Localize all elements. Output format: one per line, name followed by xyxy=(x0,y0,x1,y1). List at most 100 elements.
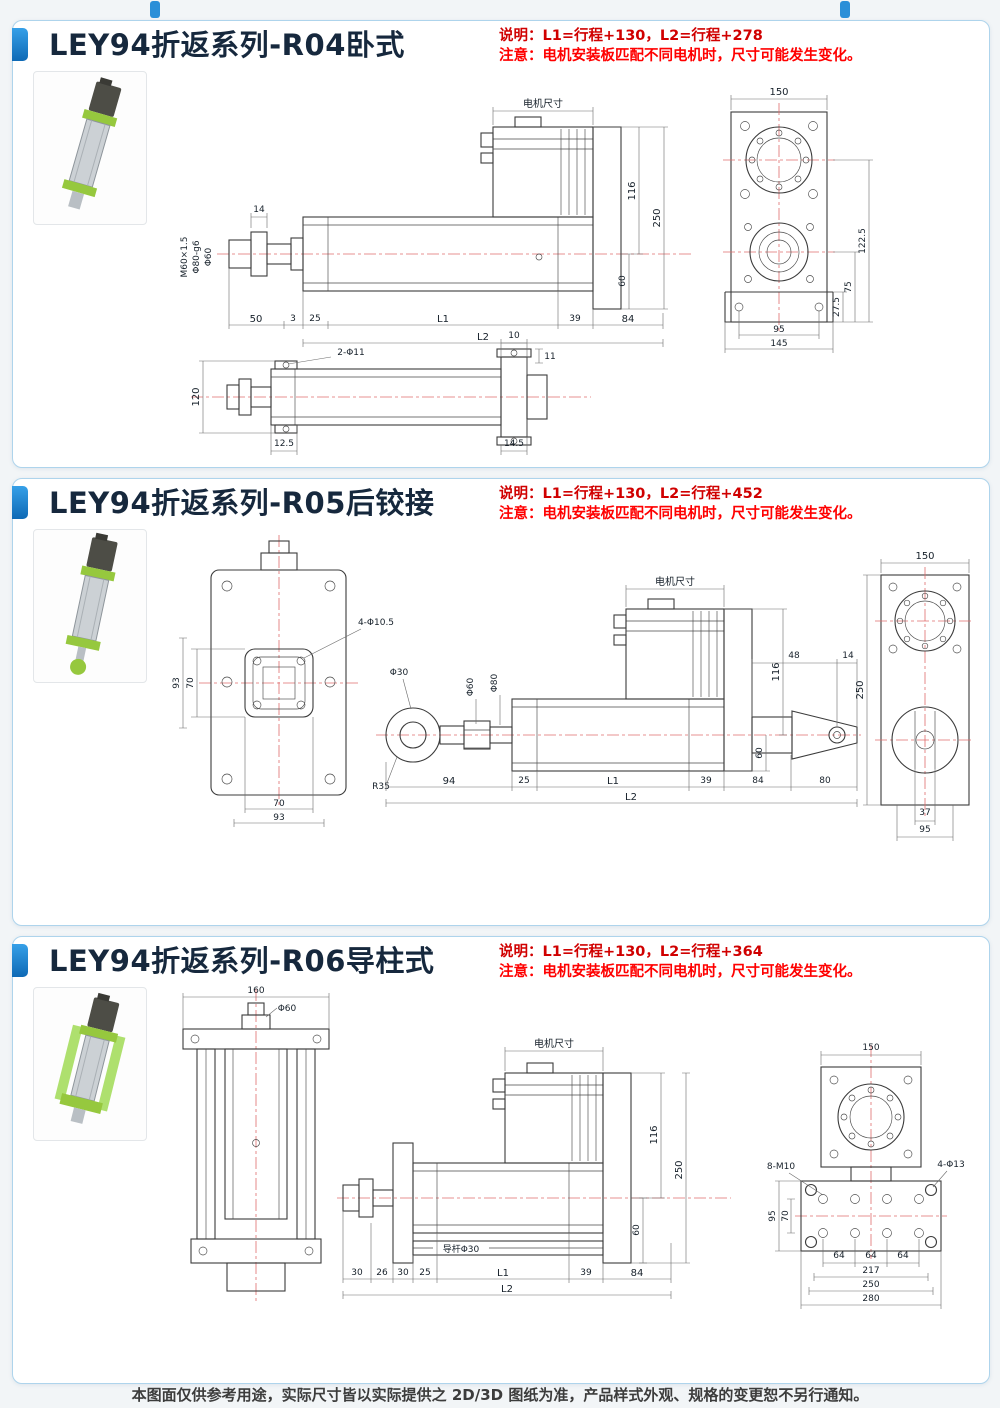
dim-label: 60 xyxy=(755,747,765,759)
end-view: 150 250 37 95 xyxy=(855,551,971,841)
dim-label: 64 xyxy=(897,1251,909,1261)
dim-label: 70 xyxy=(781,1210,791,1222)
dim-label: L2 xyxy=(625,792,637,803)
dim-label: 39 xyxy=(700,776,712,786)
dim-label: Φ60 xyxy=(278,1004,297,1014)
dim-label: 150 xyxy=(769,87,788,98)
bottom-view: 2-Φ11 10 11 120 12.5 14.5 xyxy=(191,331,591,455)
dim-label: 3 xyxy=(290,314,296,324)
dim-label: L1 xyxy=(497,1268,509,1279)
dim-label: 50 xyxy=(250,314,263,325)
note-warning: 注意：电机安装板匹配不同电机时，尺寸可能发生变化。 xyxy=(499,505,862,522)
note-spec: 说明：L1=行程+130，L2=行程+278 xyxy=(499,28,763,44)
dim-label: Φ30 xyxy=(390,668,409,678)
dim-label: 95 xyxy=(773,325,784,335)
dim-label: 120 xyxy=(191,387,202,406)
hole-callout: 8-M10 xyxy=(767,1162,795,1172)
dim-label: 70 xyxy=(273,799,285,809)
dim-label: 25 xyxy=(309,314,320,324)
dim-label: 39 xyxy=(580,1268,592,1278)
dim-label: 84 xyxy=(622,314,635,325)
dim-label: 25 xyxy=(419,1268,430,1278)
dim-label: 30 xyxy=(397,1268,409,1278)
dim-label: Φ80-g6 xyxy=(192,240,202,273)
dim-label: 250 xyxy=(855,680,866,699)
dim-label: 11 xyxy=(544,352,555,362)
side-view: 电机尺寸 48 14 116 60 Φ30 Φ60 Φ80 R35 94 25 … xyxy=(372,575,861,807)
dim-label: 27.5 xyxy=(832,297,842,317)
side-view: 电机尺寸 导杆Φ30 116 250 60 30 26 30 25 L1 39 … xyxy=(337,1037,731,1299)
dim-label: 14.5 xyxy=(504,439,524,449)
dim-label: 93 xyxy=(172,677,182,688)
drawing-r04: 电机尺寸 14 M60×1.5 Φ80-g6 Φ60 60 116 250 50… xyxy=(180,87,873,455)
dim-label: 280 xyxy=(862,1294,879,1304)
dim-label: R35 xyxy=(372,782,390,792)
dim-label: 14 xyxy=(253,205,265,215)
dim-label: 75 xyxy=(844,281,854,292)
section-notes: 说明：L1=行程+130，L2=行程+278 注意：电机安装板匹配不同电机时，尺… xyxy=(499,27,862,65)
dim-label: 84 xyxy=(752,776,764,786)
dim-label: 60 xyxy=(618,275,628,287)
dim-label: 14 xyxy=(842,651,854,661)
dim-label: 84 xyxy=(631,1268,644,1279)
hole-callout: 2-Φ11 xyxy=(337,348,365,358)
dim-label: L2 xyxy=(477,332,489,343)
dim-label: 64 xyxy=(865,1251,877,1261)
section-title: LEY94折返系列-R05后铰接 xyxy=(49,486,435,520)
product-thumbnail xyxy=(33,71,147,225)
dim-label: M60×1.5 xyxy=(180,236,190,277)
dim-label: 122.5 xyxy=(858,228,868,254)
dim-label: 30 xyxy=(351,1268,363,1278)
product-photo xyxy=(54,992,126,1124)
dim-label: 250 xyxy=(652,208,663,227)
dim-label: 70 xyxy=(186,677,196,689)
hole-callout: 4-Φ10.5 xyxy=(358,618,394,628)
motor-size-label: 电机尺寸 xyxy=(523,97,563,110)
note-spec: 说明：L1=行程+130，L2=行程+452 xyxy=(499,486,763,502)
guide-rod-label: 导杆Φ30 xyxy=(443,1243,480,1255)
dim-label: 95 xyxy=(919,825,930,835)
section-notes: 说明：L1=行程+130，L2=行程+452 注意：电机安装板匹配不同电机时，尺… xyxy=(499,485,862,523)
header-accent-bar xyxy=(12,944,28,977)
drawing-r06: 160 Φ60 电机尺寸 导杆Φ30 116 xyxy=(182,986,965,1309)
footer-disclaimer: 本图面仅供参考用途，实际尺寸皆以实际提供之 2D/3D 图纸为准，产品样式外观、… xyxy=(131,1386,869,1404)
section-header: LEY94折返系列-R05后铰接 说明：L1=行程+130，L2=行程+452 … xyxy=(12,479,989,525)
dim-label: L2 xyxy=(501,1284,513,1295)
footer-accent-right xyxy=(840,1,850,18)
dim-label: 150 xyxy=(915,551,934,562)
note-warning: 注意：电机安装板匹配不同电机时，尺寸可能发生变化。 xyxy=(499,963,862,980)
dim-label: 217 xyxy=(862,1266,879,1276)
header-accent-bar xyxy=(12,486,28,519)
dim-label: 25 xyxy=(518,776,529,786)
dim-label: 12.5 xyxy=(274,439,294,449)
dim-label: 10 xyxy=(508,331,520,341)
section-r05: LEY94折返系列-R05后铰接 说明：L1=行程+130，L2=行程+452 … xyxy=(12,478,990,926)
dim-label: 250 xyxy=(862,1280,879,1290)
section-title: LEY94折返系列-R04卧式 xyxy=(49,28,405,62)
guide-column-view: 160 Φ60 xyxy=(182,986,330,1301)
section-title: LEY94折返系列-R06导柱式 xyxy=(49,944,435,978)
product-thumbnail xyxy=(33,987,147,1141)
drawing-r05: 4-Φ10.5 70 93 70 93 xyxy=(172,535,971,841)
dim-label: 26 xyxy=(376,1268,388,1278)
dim-label: 116 xyxy=(649,1125,660,1144)
dim-label: 95 xyxy=(768,1210,778,1221)
dim-label: 116 xyxy=(771,662,782,681)
dim-label: 93 xyxy=(273,813,284,823)
product-photo xyxy=(65,532,118,675)
header-accent-bar xyxy=(12,28,28,61)
dim-label: 145 xyxy=(770,339,787,349)
section-r04: LEY94折返系列-R04卧式 说明：L1=行程+130，L2=行程+278 注… xyxy=(12,20,990,468)
dim-label: 48 xyxy=(788,651,800,661)
dim-label: L1 xyxy=(437,314,449,325)
section-r06: LEY94折返系列-R06导柱式 说明：L1=行程+130，L2=行程+364 … xyxy=(12,936,990,1384)
dim-label: 94 xyxy=(443,776,456,787)
dim-label: 37 xyxy=(919,808,930,818)
end-view: 150 8-M10 4-Φ13 95 70 64 64 64 217 250 xyxy=(767,1043,965,1309)
dim-label: 150 xyxy=(862,1043,879,1053)
product-photo xyxy=(61,77,122,210)
dim-label: 60 xyxy=(632,1224,642,1236)
motor-size-label: 电机尺寸 xyxy=(534,1037,574,1050)
product-thumbnail xyxy=(33,529,147,683)
section-header: LEY94折返系列-R04卧式 说明：L1=行程+130，L2=行程+278 注… xyxy=(12,21,989,67)
